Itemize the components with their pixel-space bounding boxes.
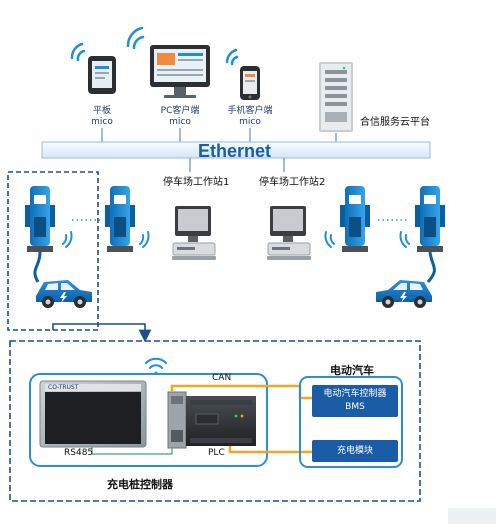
- phone-sub: mico: [239, 117, 261, 127]
- charger-icon: [340, 186, 370, 252]
- car-icon: [376, 280, 432, 308]
- wifi-icon: [62, 231, 410, 248]
- wifi-icon: [225, 48, 239, 66]
- wifi-icon: [126, 26, 145, 50]
- workstation-1: [172, 206, 216, 260]
- workstation-2: [267, 206, 311, 260]
- charger-icon: [415, 186, 445, 252]
- controller-box: [29, 373, 268, 467]
- can-label: CAN: [212, 373, 232, 383]
- station-1-label: 停车场工作站1: [163, 177, 230, 188]
- hmi-icon: [39, 380, 147, 448]
- car-icon: [36, 280, 92, 308]
- bms-box: [312, 385, 398, 417]
- server-icon: [319, 62, 353, 132]
- plug-icon: [426, 251, 436, 283]
- detail-arrow: [52, 323, 152, 343]
- charger-icon: [105, 186, 135, 252]
- tablet-sub: mico: [91, 117, 113, 127]
- plc-link: [228, 446, 312, 454]
- pc-sub: mico: [169, 117, 191, 127]
- plc-icon: [167, 391, 256, 449]
- phone-icon: [240, 66, 260, 100]
- bms-line2: BMS: [345, 402, 365, 412]
- rs485-label: RS485: [64, 448, 94, 458]
- rs485-link: [91, 447, 173, 455]
- charger-icon: [25, 186, 55, 252]
- phone-label: 手机客户端: [227, 106, 273, 116]
- bms-line1: 电动汽车控制器: [323, 389, 387, 399]
- ev-title: 电动汽车: [330, 364, 374, 377]
- ethernet-bus: [41, 141, 431, 159]
- corner-logo: [448, 508, 496, 524]
- station-2-label: 停车场工作站2: [259, 177, 326, 188]
- device-uplinks: [101, 128, 337, 142]
- plc-label: PLC: [208, 448, 225, 458]
- tablet-label: 平板: [92, 106, 111, 116]
- charge-module-box: [312, 440, 398, 462]
- charge-module-label: 充电模块: [336, 446, 373, 456]
- ethernet-label: Ethernet: [198, 141, 272, 161]
- ev-box: [299, 376, 403, 468]
- monitor-icon: [150, 45, 210, 98]
- pc-label: PC客户端: [160, 106, 200, 116]
- wifi-icon: [145, 357, 167, 375]
- server-label: 合信服务云平台: [360, 117, 430, 128]
- hmi-brand: CO-TRUST: [48, 384, 79, 391]
- wifi-icon: [70, 42, 86, 62]
- workstation-links: [189, 158, 285, 172]
- controller-section-frame: [9, 340, 421, 502]
- plug-icon: [33, 251, 42, 283]
- tablet-icon: [88, 56, 116, 94]
- controller-title: 充电桩控制器: [107, 478, 173, 491]
